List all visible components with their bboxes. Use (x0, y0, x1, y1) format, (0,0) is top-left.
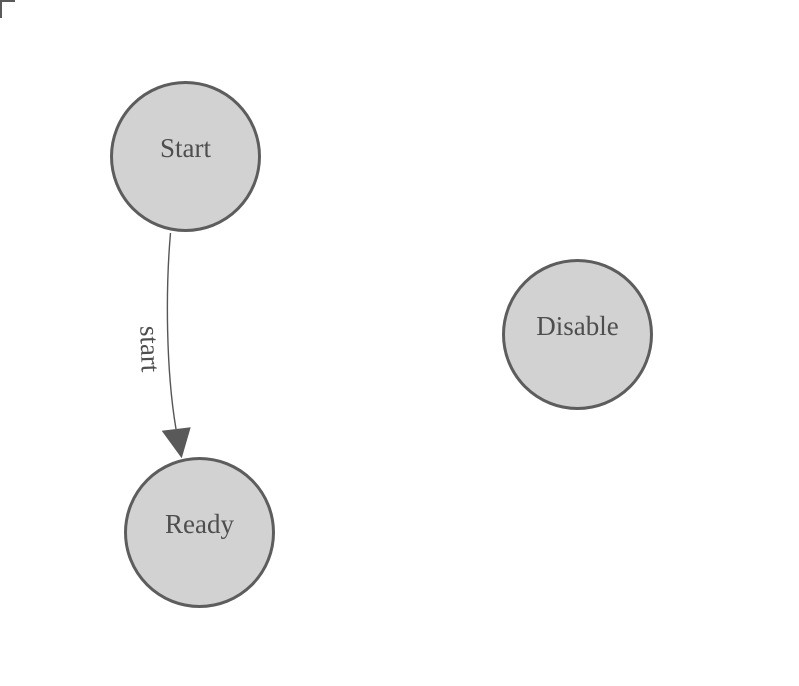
node-start[interactable]: Start (110, 81, 261, 232)
canvas-corner-mark (0, 0, 15, 18)
node-disable[interactable]: Disable (502, 259, 653, 410)
node-ready[interactable]: Ready (124, 457, 275, 608)
edge-start-to-ready-label: start (134, 325, 166, 373)
arrowhead-icon (161, 427, 191, 459)
node-ready-label: Ready (165, 509, 234, 539)
node-disable-label: Disable (536, 311, 619, 341)
edge-start-to-ready-line[interactable] (166, 232, 177, 430)
node-start-label: Start (160, 133, 211, 163)
